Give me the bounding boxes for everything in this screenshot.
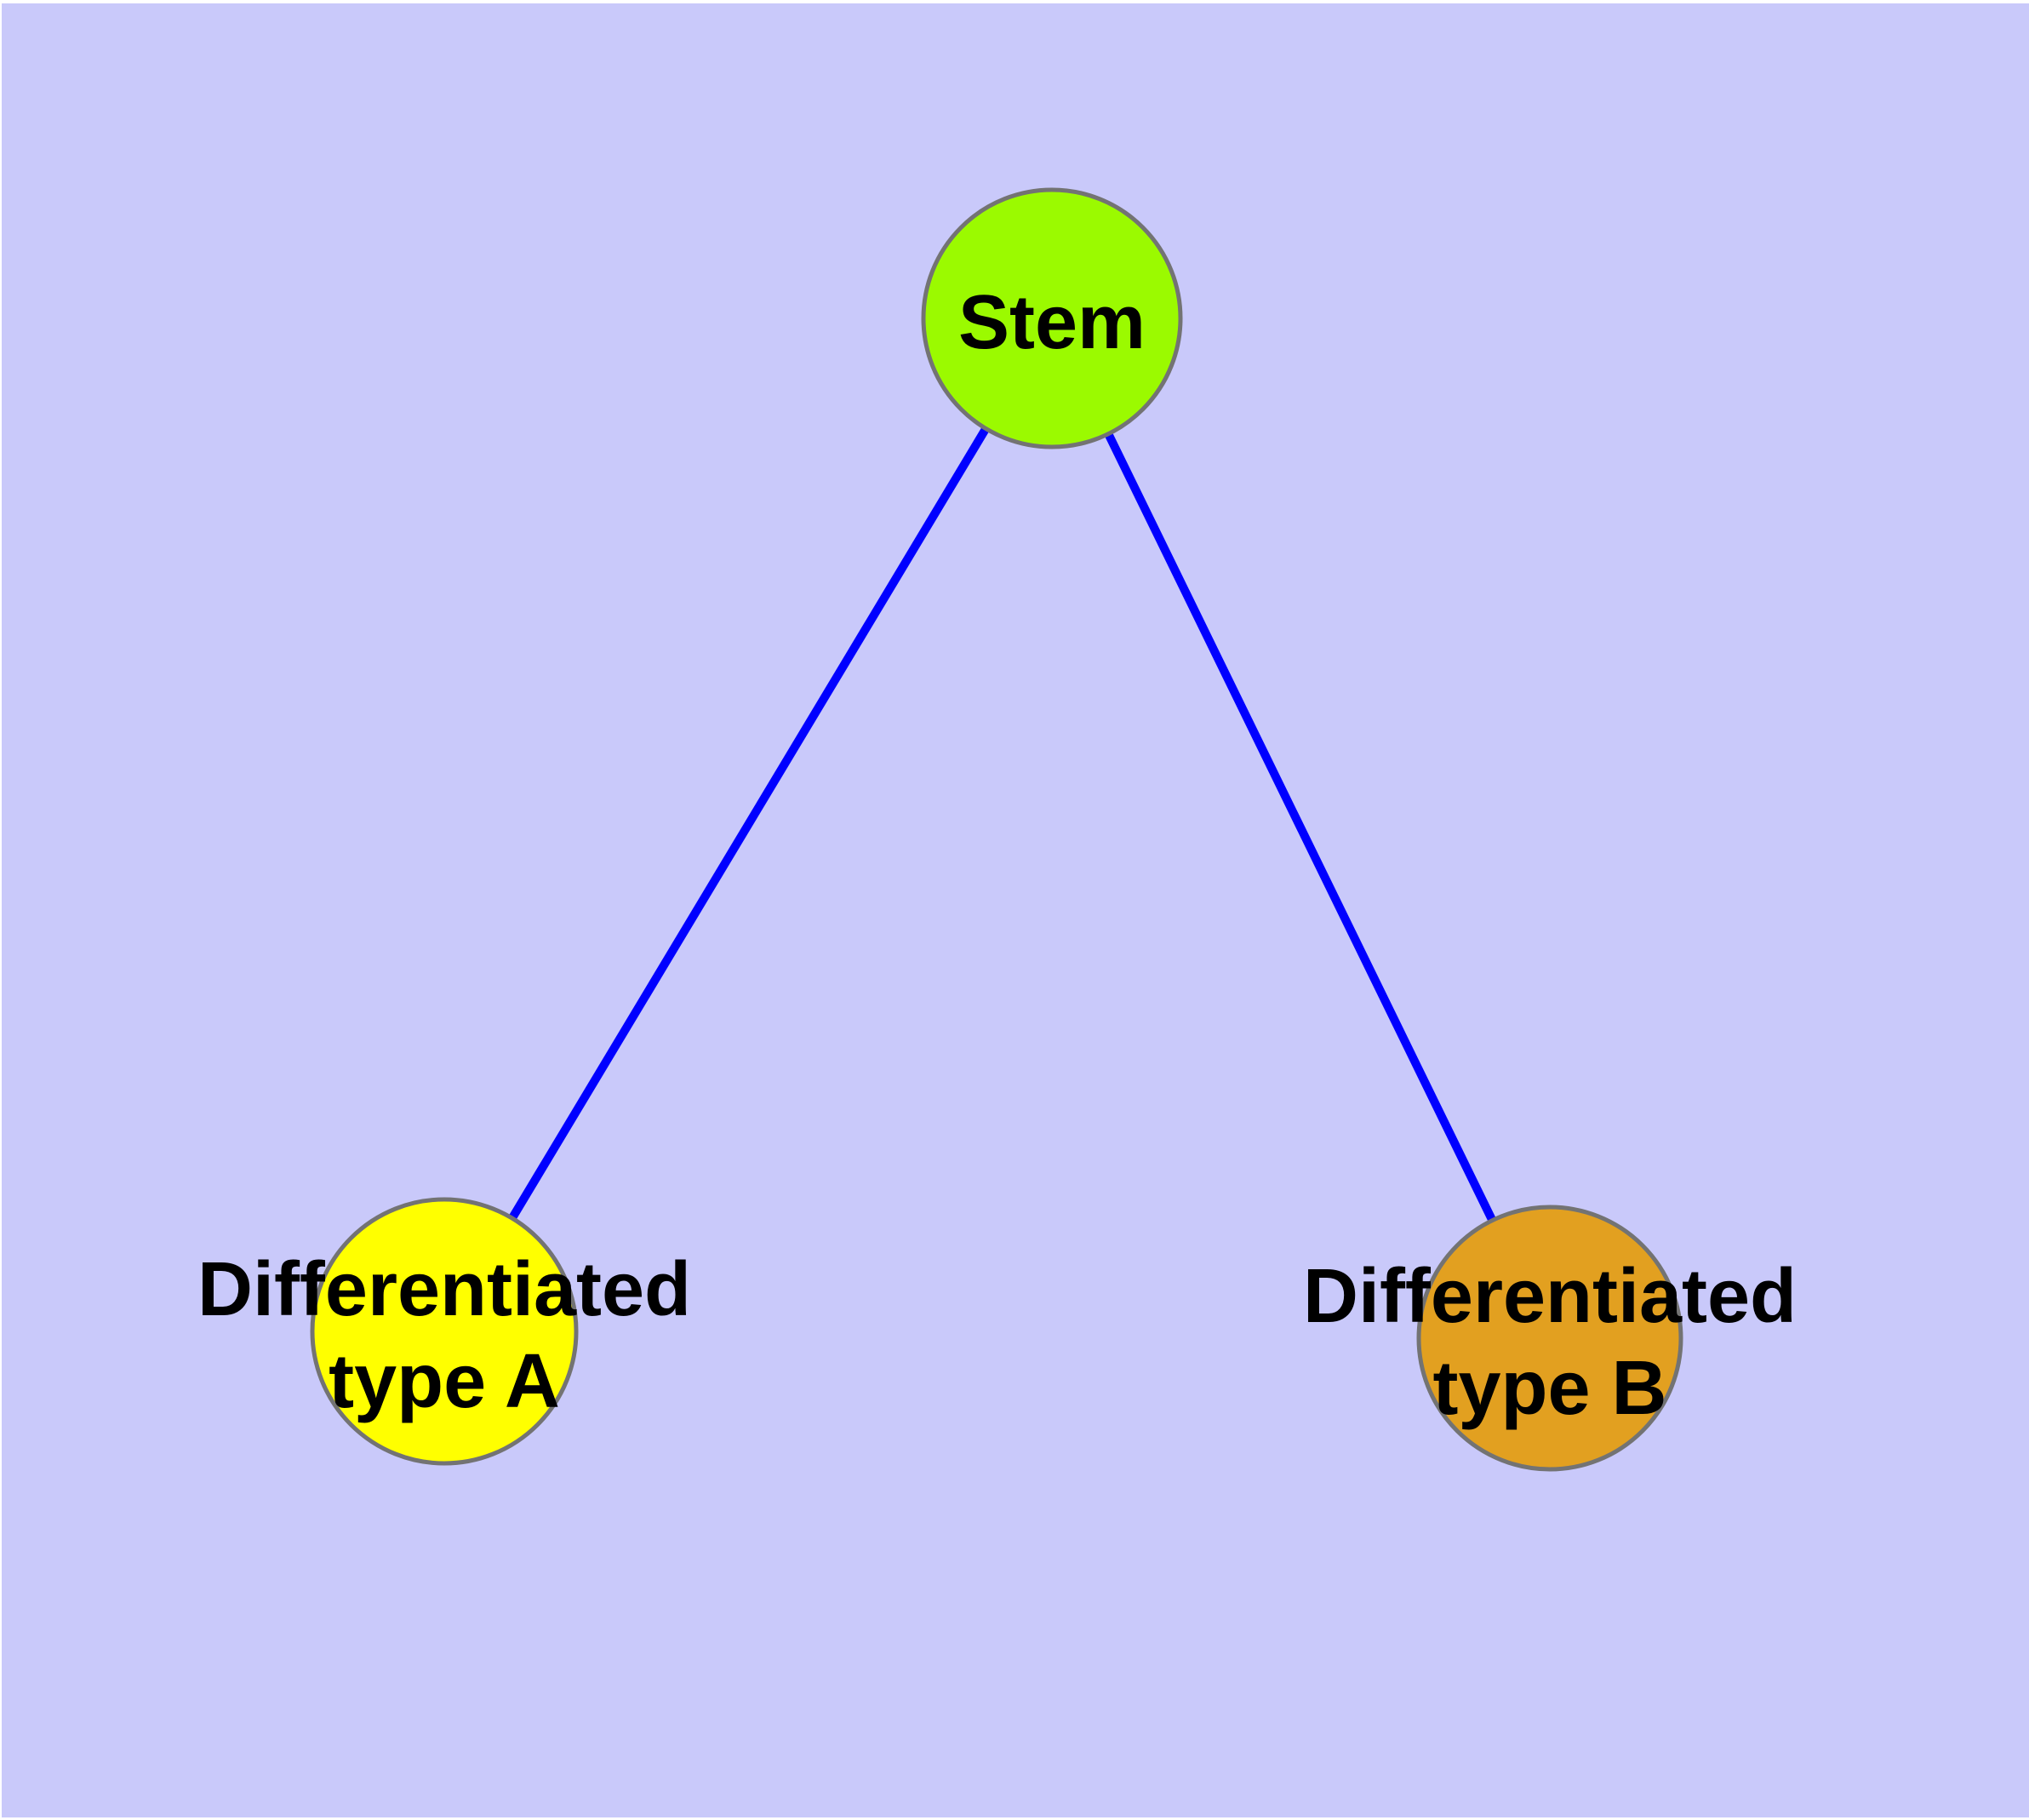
node-differentiated-type-a-label-line-2: type A xyxy=(329,1339,560,1424)
node-differentiated-type-a-circle xyxy=(310,1197,579,1466)
node-differentiated-type-b-label-line-2: type B xyxy=(1432,1346,1666,1431)
edge-stem-differentiated-type-a xyxy=(440,316,1056,1334)
node-differentiated-type-b-circle xyxy=(1416,1205,1683,1472)
edge-stem-differentiated-type-b xyxy=(1048,316,1554,1341)
node-stem-label-line-1: Stem xyxy=(958,280,1146,365)
node-differentiated-type-a-label-line-1: Differentiated xyxy=(197,1247,691,1332)
node-differentiated-type-b-label-line-1: Differentiated xyxy=(1303,1254,1797,1339)
node-stem-circle xyxy=(921,187,1183,449)
node-stem-label: Stem xyxy=(958,280,1146,365)
